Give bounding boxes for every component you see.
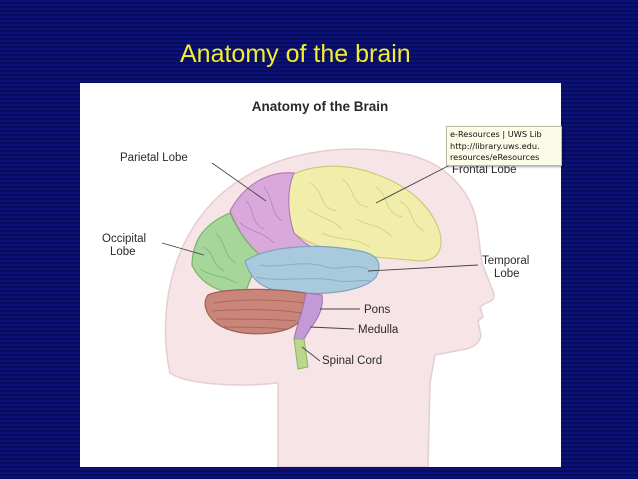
label-pons: Pons <box>364 304 390 316</box>
label-parietal-lobe: Parietal Lobe <box>120 152 188 164</box>
label-frontal-lobe: Frontal Lobe <box>452 164 517 176</box>
leader-medulla <box>309 326 355 330</box>
leader-occipital <box>161 242 205 256</box>
label-occipital-line2: Lobe <box>110 246 136 258</box>
label-occipital-line1: Occipital <box>102 233 146 245</box>
tooltip-line-1: e-Resources | UWS Lib <box>450 129 542 139</box>
leader-spinal-cord <box>301 346 321 362</box>
gyri-texture <box>199 178 425 330</box>
temporal-lobe <box>244 245 380 295</box>
leader-frontal <box>375 164 451 204</box>
label-temporal-line2: Lobe <box>494 268 520 280</box>
tooltip-line-2: http://library.uws.edu. <box>450 140 540 151</box>
leader-parietal <box>211 162 267 202</box>
label-medulla: Medulla <box>358 324 399 336</box>
brain-diagram: Anatomy of the Brain Parietal Lobe Occip… <box>102 99 529 467</box>
brain-anatomy-figure: Anatomy of the Brain Parietal Lobe Occip… <box>80 83 562 467</box>
spinal-cord <box>293 338 309 370</box>
leader-temporal <box>367 264 479 272</box>
label-temporal-line1: Temporal <box>482 255 529 267</box>
figure-title: Anatomy of the Brain <box>252 99 389 114</box>
tooltip-line-3: resources/eResources <box>450 152 540 162</box>
source-tooltip: e-Resources | UWS Lib http://library.uws… <box>446 126 562 166</box>
label-leader-lines <box>161 162 479 362</box>
slide-title: Anatomy of the brain <box>180 40 411 68</box>
label-spinal-cord: Spinal Cord <box>322 355 382 367</box>
